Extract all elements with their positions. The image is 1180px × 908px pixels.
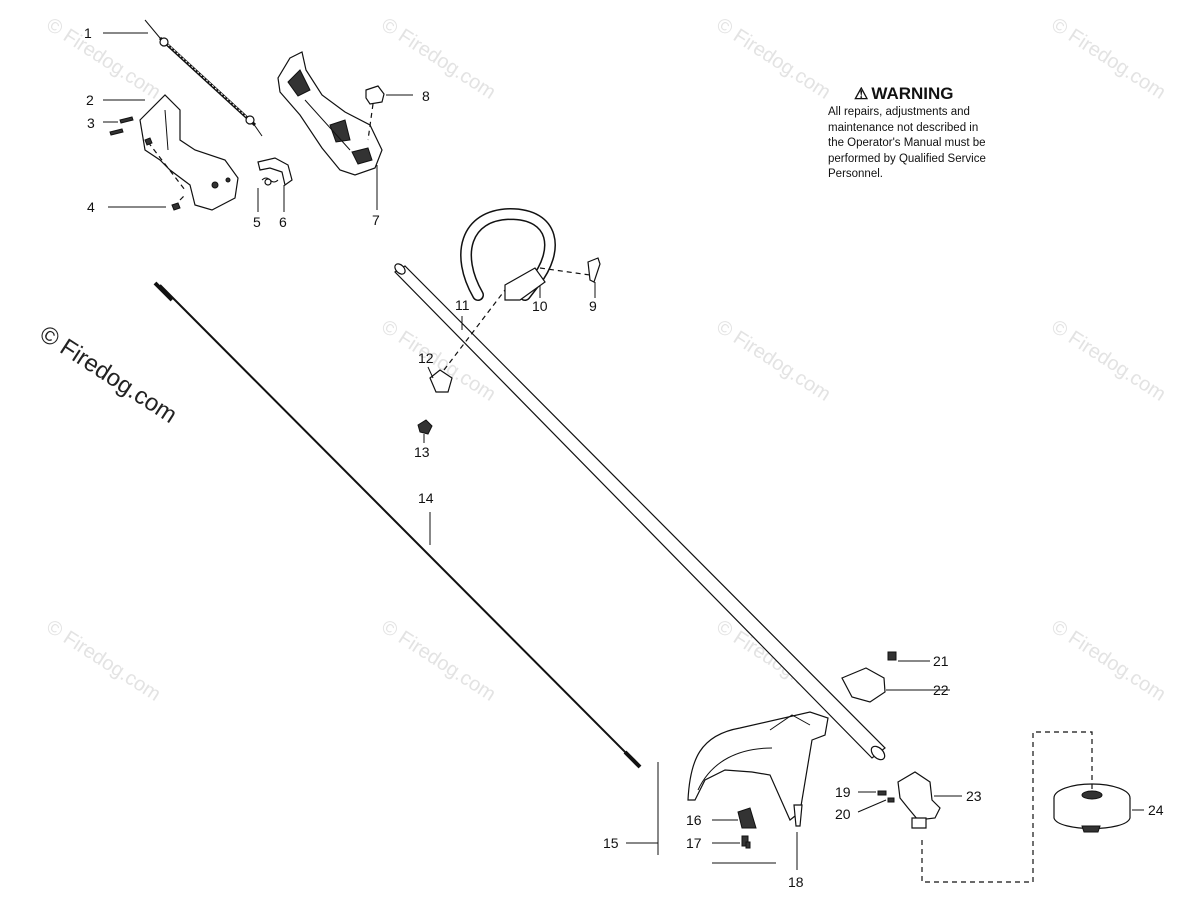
watermark: © Firedog.com bbox=[712, 316, 834, 406]
callout-15: 15 bbox=[603, 835, 619, 851]
callout-22: 22 bbox=[933, 682, 949, 698]
part-stop-switch bbox=[365, 85, 385, 141]
callout-17: 17 bbox=[686, 835, 702, 851]
callout-2: 2 bbox=[86, 92, 94, 108]
part-line-cutter bbox=[737, 807, 757, 829]
callout-8: 8 bbox=[422, 88, 430, 104]
watermark: © Firedog.com bbox=[1047, 616, 1169, 706]
watermark: © Firedog.com bbox=[377, 14, 499, 104]
callout-20: 20 bbox=[835, 806, 851, 822]
warning-line: maintenance not described in bbox=[828, 121, 979, 134]
callout-9: 9 bbox=[589, 298, 597, 314]
callout-3: 3 bbox=[87, 115, 95, 131]
warning-title: WARNING bbox=[871, 84, 954, 103]
part-guard-screws bbox=[741, 835, 751, 849]
warning-heading: ⚠ WARNING bbox=[854, 84, 1048, 104]
watermark: © Firedog.com bbox=[712, 14, 834, 104]
part-shaft-tube bbox=[394, 263, 886, 761]
part-nut bbox=[417, 419, 433, 435]
callout-12: 12 bbox=[418, 350, 434, 366]
part-gear-head bbox=[897, 771, 941, 829]
watermark-main: © Firedog.com bbox=[35, 320, 182, 429]
callout-13: 13 bbox=[414, 444, 430, 460]
callout-16: 16 bbox=[686, 812, 702, 828]
assembly-connector bbox=[921, 731, 1093, 883]
part-handle-clamp bbox=[429, 289, 506, 393]
part-debris-guard bbox=[687, 711, 829, 821]
part-guard-clamp bbox=[841, 667, 886, 703]
warning-triangle-icon: ⚠ bbox=[854, 86, 869, 103]
callout-5: 5 bbox=[253, 214, 261, 230]
warning-notice: ⚠ WARNING All repairs, adjustments and m… bbox=[828, 84, 1048, 183]
watermark: © Firedog.com bbox=[42, 14, 164, 104]
callout-6: 6 bbox=[279, 214, 287, 230]
leader-lines bbox=[103, 32, 1144, 870]
callout-21: 21 bbox=[933, 653, 949, 669]
part-drive-cable bbox=[153, 281, 642, 769]
callout-23: 23 bbox=[966, 788, 982, 804]
callout-14: 14 bbox=[418, 490, 434, 506]
callout-18: 18 bbox=[788, 874, 804, 890]
watermark: © Firedog.com bbox=[377, 616, 499, 706]
warning-line: Personnel. bbox=[828, 168, 883, 180]
watermark: © Firedog.com bbox=[42, 616, 164, 706]
part-screws bbox=[109, 116, 186, 191]
callout-4: 4 bbox=[87, 199, 95, 215]
part-handle-housing-right bbox=[277, 51, 383, 176]
watermark: © Firedog.com bbox=[1047, 14, 1169, 104]
part-handle-housing bbox=[139, 94, 239, 211]
warning-line: the Operator's Manual must be bbox=[828, 137, 986, 149]
warning-line: All repairs, adjustments and bbox=[828, 106, 970, 118]
callout-7: 7 bbox=[372, 212, 380, 228]
callout-labels: 1 2 3 4 5 6 7 8 9 10 11 12 13 14 15 16 1… bbox=[84, 25, 1164, 890]
callout-10: 10 bbox=[532, 298, 548, 314]
part-bolt bbox=[587, 257, 601, 283]
callout-11: 11 bbox=[455, 297, 470, 313]
callout-19: 19 bbox=[835, 784, 851, 800]
part-trimmer-head bbox=[1053, 783, 1131, 833]
part-throttle-trigger bbox=[257, 157, 293, 187]
part-guard-bolt bbox=[793, 804, 803, 827]
warning-text: All repairs, adjustments and maintenance… bbox=[828, 105, 1048, 183]
callout-1: 1 bbox=[84, 25, 92, 41]
warning-line: performed by Qualified Service bbox=[828, 152, 986, 165]
part-screw-4 bbox=[171, 194, 186, 211]
callout-24: 24 bbox=[1148, 802, 1164, 818]
part-loop-handle bbox=[460, 207, 591, 301]
part-clamp-screw bbox=[887, 651, 897, 661]
watermark: © Firedog.com bbox=[1047, 316, 1169, 406]
part-gearhead-screws bbox=[877, 790, 895, 803]
part-throttle-cable bbox=[144, 19, 263, 137]
